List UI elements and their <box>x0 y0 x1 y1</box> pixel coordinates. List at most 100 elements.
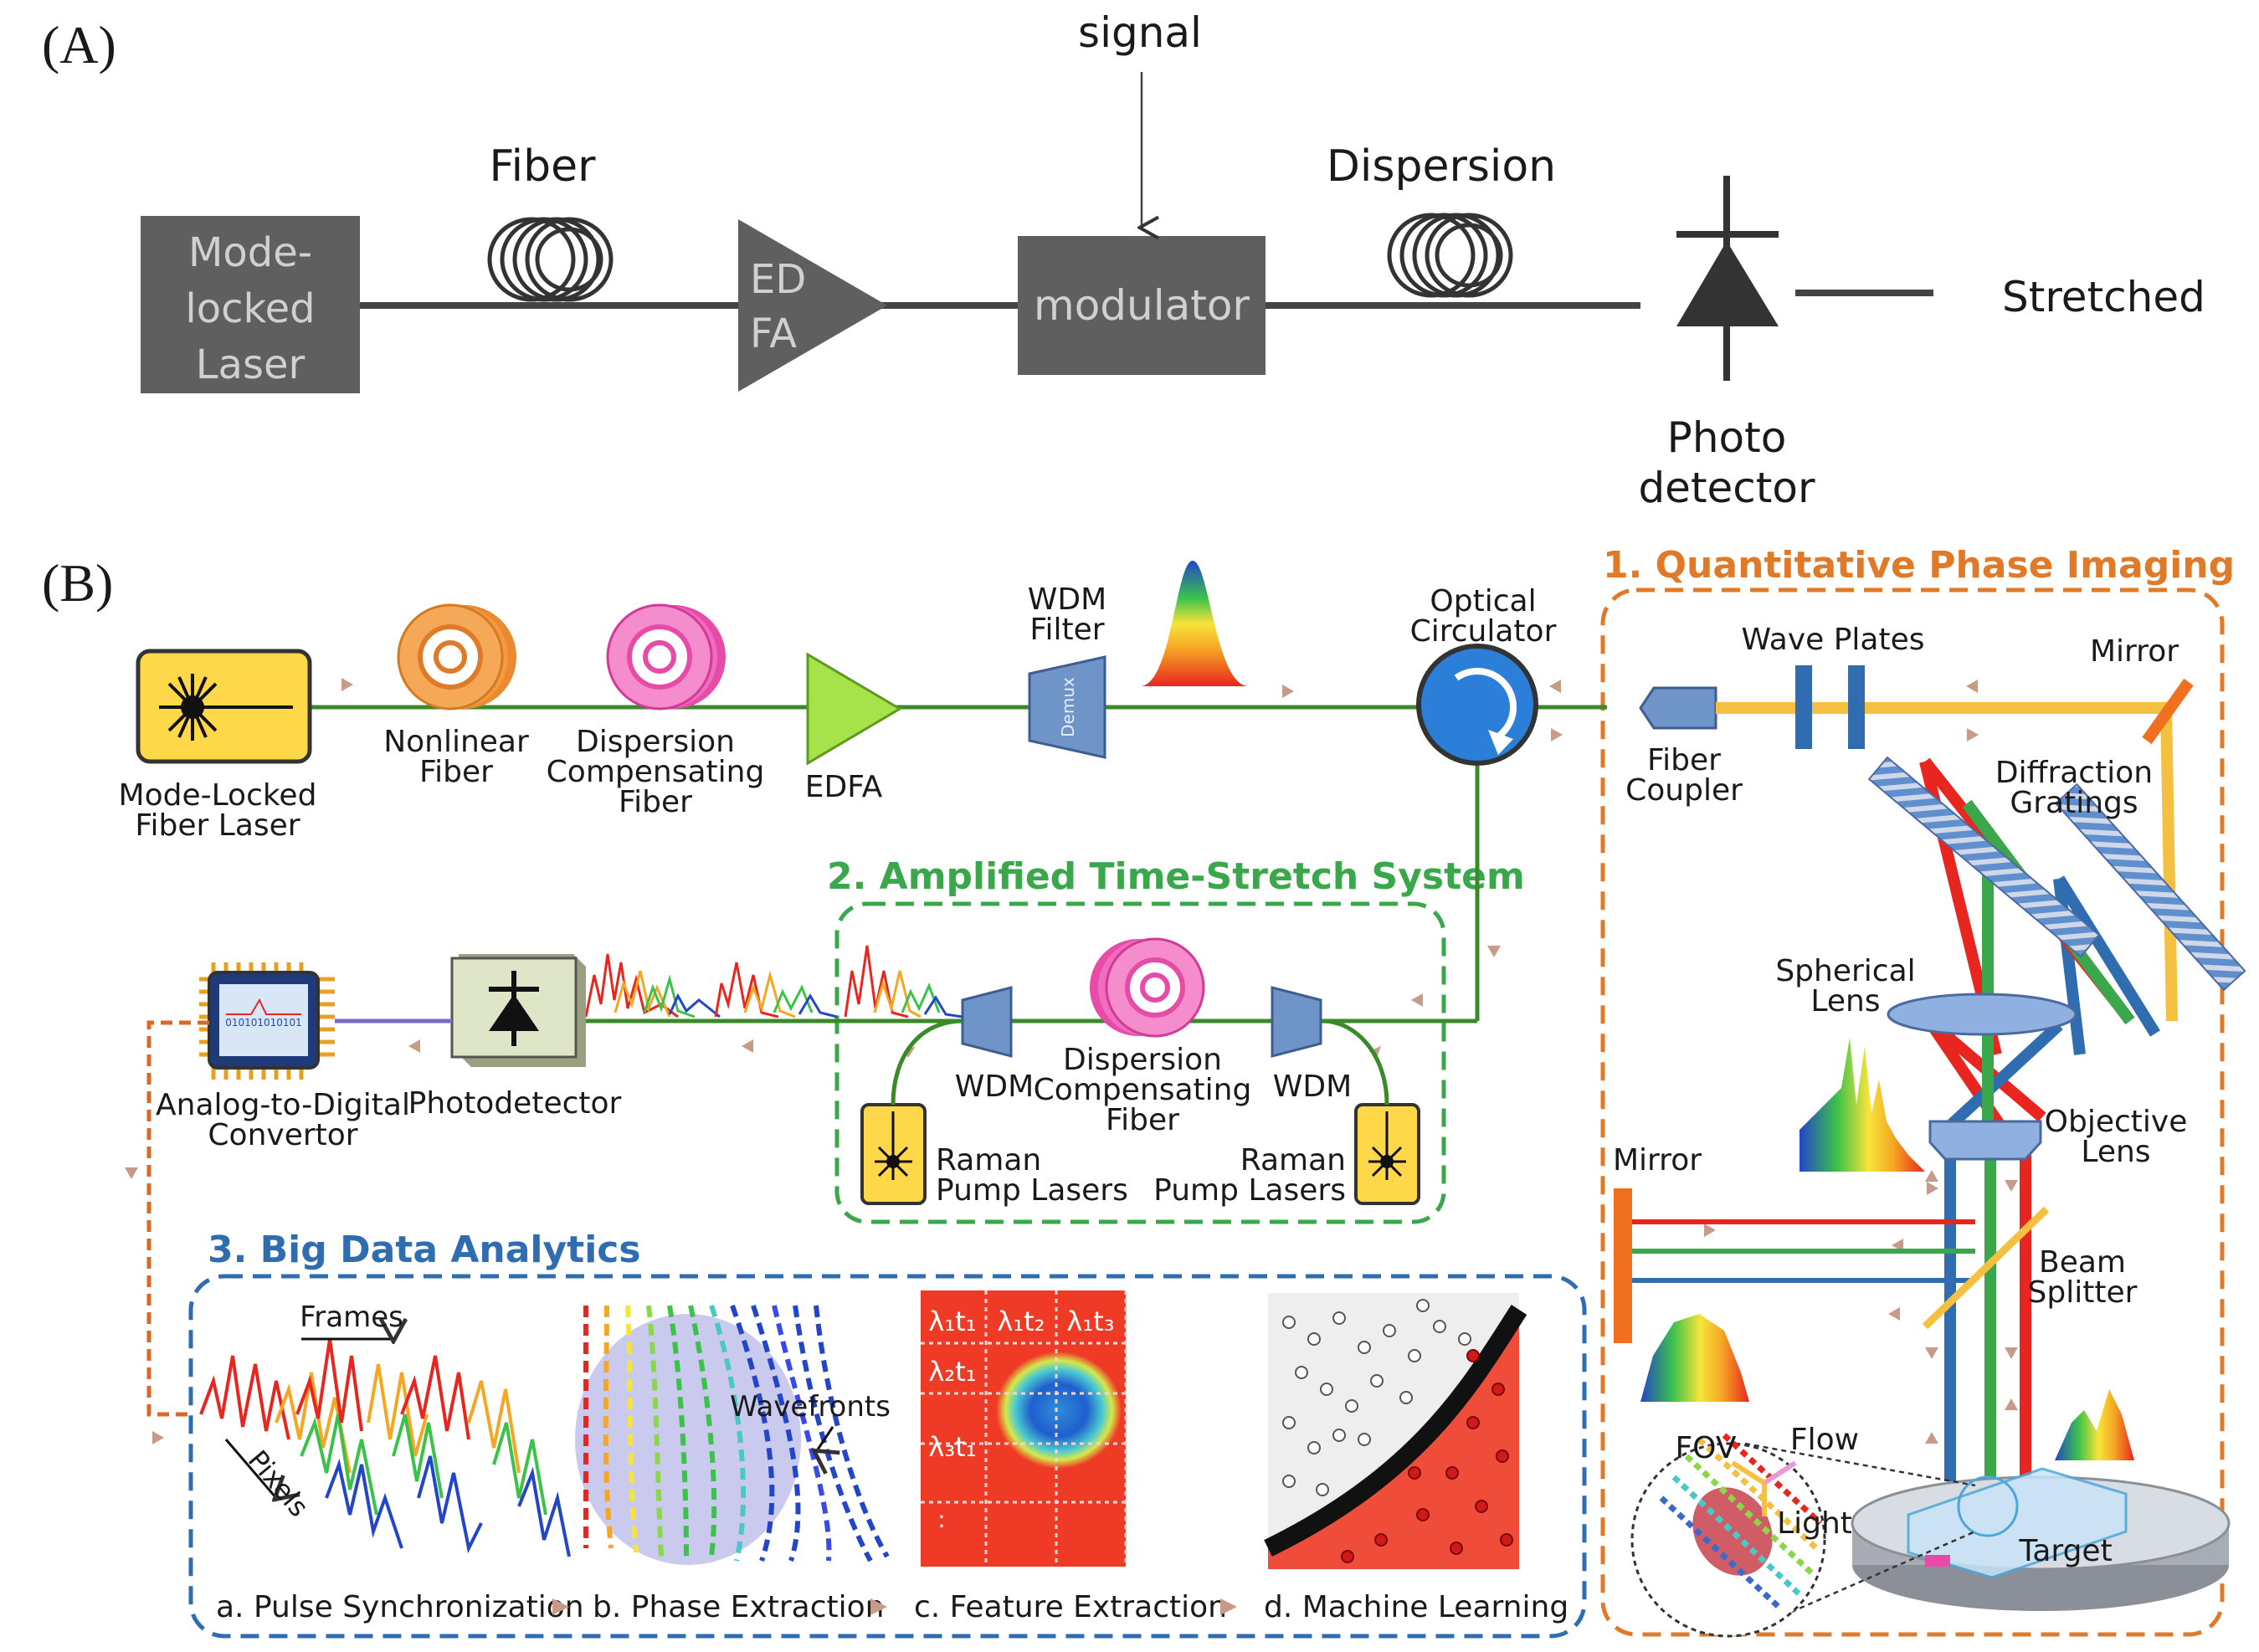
fov-zoom <box>1630 1433 1976 1638</box>
matrix-l2t1: λ₂t₁ <box>928 1356 976 1388</box>
raman-right-label-1: Raman <box>1240 1143 1346 1177</box>
data-path-line <box>146 1020 209 1417</box>
mirror-spectrum <box>1640 1314 1749 1402</box>
section-bda-box <box>188 1274 1587 1639</box>
fiber-coupler <box>1639 686 1717 730</box>
raman-left-label-1: Raman <box>936 1143 1041 1177</box>
dcf-mid-label-3: Fiber <box>1106 1103 1179 1137</box>
photodetector-label-1: Photo <box>1667 413 1787 462</box>
mode-locked-laser-box <box>141 216 360 393</box>
photodetector-b-label: Photodetector <box>408 1086 622 1121</box>
wave-plates-label: Wave Plates <box>1741 623 1924 657</box>
step-b: b. Phase Extraction <box>593 1590 884 1624</box>
matrix-ellipsis: ... <box>1137 1308 1157 1331</box>
gratings-label-1: Diffraction <box>1995 756 2153 790</box>
wave-plate-2 <box>1848 665 1865 749</box>
edfa-label: EDFA <box>805 770 883 804</box>
wavefronts-label: Wavefronts <box>730 1390 891 1424</box>
section-bda-title: 3. Big Data Analytics <box>208 1229 641 1271</box>
matrix-l1t3: λ₁t₃ <box>1066 1306 1114 1337</box>
wdm-filter-label-2: Filter <box>1029 613 1104 647</box>
section-qpi-title: 1. Quantitative Phase Imaging <box>1603 544 2235 587</box>
stretched-label: Stretched <box>2002 273 2205 321</box>
mirror-left <box>1614 1188 1632 1343</box>
wave-plate-1 <box>1795 665 1812 749</box>
beam-splitter-label-2: Splitter <box>2028 1275 2138 1310</box>
nonlinear-fiber-spool <box>397 603 516 711</box>
modulator-label: modulator <box>1034 281 1250 330</box>
matrix-vdots: : <box>937 1506 945 1533</box>
gratings-label-2: Gratings <box>2010 786 2138 820</box>
mirror-top <box>2142 678 2194 745</box>
mirror-top-label: Mirror <box>2090 634 2179 669</box>
section-qpi-box <box>1600 587 2225 1637</box>
raman-left-label-2: Pump Lasers <box>936 1173 1128 1208</box>
nonlinear-label-1: Nonlinear <box>383 725 529 759</box>
light-label: Light <box>1777 1506 1852 1541</box>
photodetector-diode <box>1676 176 1779 381</box>
dcf-top-label-1: Dispersion <box>576 725 735 759</box>
target-spectrum <box>2055 1389 2134 1460</box>
stretched-pulses <box>584 945 963 1018</box>
laser-label-2: locked <box>185 285 315 332</box>
spherical-lens-label-1: Spherical <box>1775 954 1915 988</box>
wdm-left <box>961 986 1013 1058</box>
diffraction-grating-1 <box>1867 756 2101 958</box>
edfa-triangle <box>806 652 902 766</box>
section-ats-box <box>834 901 1446 1224</box>
matrix-l1t2: λ₁t₂ <box>997 1306 1045 1337</box>
adc-bits: 010101010101 <box>225 1017 302 1029</box>
raman-laser-right <box>1322 1018 1420 1205</box>
raman-right-label-2: Pump Lasers <box>1153 1173 1346 1208</box>
edfa-label-1: ED <box>750 256 806 303</box>
dcf-spool-mid <box>1090 937 1205 1038</box>
laser-label-1b: Mode-Locked <box>119 778 317 813</box>
pulse-sync-figure <box>199 1338 571 1557</box>
edfa-amplifier <box>738 219 887 392</box>
dcf-top-label-3: Fiber <box>619 785 692 819</box>
wdm-filter-label-1: WDM <box>1028 582 1106 617</box>
pixels-label: Pixels <box>242 1444 315 1523</box>
feature-extraction-figure <box>921 1290 1127 1567</box>
panel-a-label: (A) <box>42 15 116 74</box>
adc-label-2: Convertor <box>208 1118 357 1152</box>
fiber-label: Fiber <box>490 141 597 192</box>
wdm-right-label: WDM <box>1273 1070 1352 1104</box>
signal-label: signal <box>1078 8 1202 57</box>
modulator-box <box>1018 236 1266 375</box>
spectrum-pulse <box>1140 561 1249 686</box>
wdm-left-label: WDM <box>955 1070 1034 1104</box>
step-d: d. Machine Learning <box>1264 1590 1568 1624</box>
phase-extraction-figure <box>575 1305 890 1565</box>
flow-arrows <box>125 678 2018 1444</box>
beam-splitter <box>1922 1206 2050 1330</box>
fiber-coupler-label-2: Coupler <box>1625 773 1743 808</box>
dcf-top-label-2: Compensating <box>547 755 765 789</box>
flow-label: Flow <box>1790 1423 1859 1457</box>
laser-label-3: Laser <box>196 341 305 388</box>
photodetector-label-2: detector <box>1638 464 1815 512</box>
panel-b: (B) 1. Quantitative Phase Imaging 2. Amp… <box>42 544 2246 1639</box>
circulator-label-1: Optical <box>1430 584 1536 618</box>
nonlinear-label-2: Fiber <box>419 755 493 789</box>
laser-label-1: Mode- <box>188 229 312 276</box>
edfa-label-2: FA <box>750 310 797 357</box>
target-stage <box>1851 1467 2231 1611</box>
matrix-l3t1: λ₃t₁ <box>928 1431 976 1463</box>
spherical-lens <box>1887 993 2077 1036</box>
section-ats-title: 2. Amplified Time-Stretch System <box>827 855 1525 898</box>
optical-circulator <box>1416 644 1538 766</box>
demux-label: Demux <box>1058 677 1078 737</box>
dcf-spool-top <box>606 603 726 711</box>
panel-b-label: (B) <box>42 553 113 613</box>
photodetector-block <box>450 954 586 1067</box>
step-arrows <box>552 1598 1237 1615</box>
dcf-mid-label-1: Dispersion <box>1063 1043 1222 1077</box>
spherical-lens-label-2: Lens <box>1810 984 1880 1018</box>
circulator-label-2: Circulator <box>1410 614 1557 649</box>
dispersion-label: Dispersion <box>1327 141 1556 192</box>
pixels-arrow <box>224 1439 276 1498</box>
fov-label: FOV <box>1675 1431 1736 1465</box>
raman-laser-left <box>860 1018 963 1205</box>
